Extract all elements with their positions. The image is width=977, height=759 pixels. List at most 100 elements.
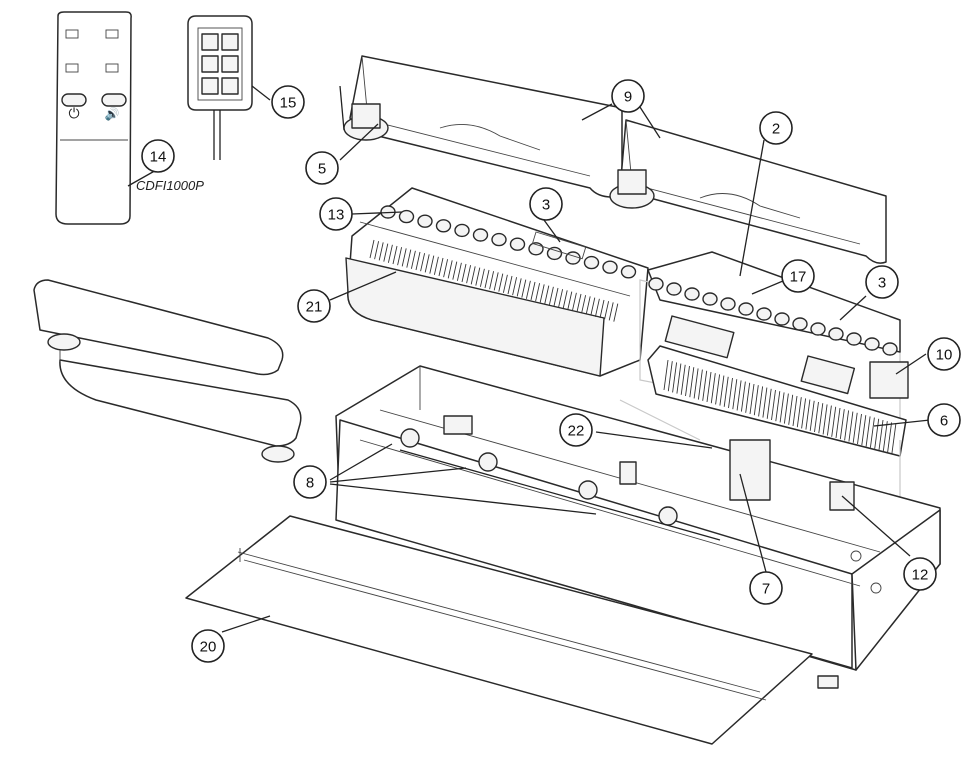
- callout-2: 2: [759, 111, 793, 145]
- heater-fin: [697, 369, 703, 400]
- heater-fin: [783, 393, 789, 424]
- led-bulb: [774, 312, 790, 326]
- heater-fin: [475, 267, 481, 286]
- led-bulb: [472, 228, 489, 242]
- svg-text:🔊: 🔊: [105, 106, 120, 121]
- svg-text:9: 9: [624, 89, 632, 106]
- heater-fin: [525, 280, 531, 299]
- heater-fin: [831, 406, 837, 437]
- heater-fin: [599, 299, 605, 319]
- rear-panel-right: [609, 119, 887, 264]
- heater-fin: [861, 415, 867, 446]
- heater-fin: [887, 422, 893, 453]
- heater-fin: [516, 278, 522, 297]
- heater-fin: [507, 275, 513, 295]
- leader-lines: [127, 85, 931, 633]
- svg-text:8: 8: [306, 475, 314, 492]
- led-bulb: [666, 282, 682, 296]
- heater-fin: [814, 401, 819, 433]
- heater-fin: [535, 283, 541, 302]
- led-bulb: [684, 287, 700, 301]
- led-bulb: [756, 307, 772, 321]
- heater-fin: [590, 297, 596, 316]
- heater-fin: [420, 253, 426, 272]
- heater-fin: [443, 259, 449, 278]
- heater-fin: [809, 400, 815, 431]
- heater-fin: [728, 377, 733, 409]
- heater-fin: [613, 303, 619, 322]
- callout-3-left: 3: [529, 187, 563, 221]
- heater-fin: [415, 251, 421, 271]
- heater-fin: [680, 364, 686, 395]
- heater-fin: [562, 290, 568, 309]
- heater-fin: [882, 421, 888, 452]
- svg-text:3: 3: [542, 197, 550, 214]
- heater-fin: [706, 371, 712, 403]
- heater-fin: [378, 242, 384, 261]
- heater-fin: [818, 403, 824, 434]
- heater-fin: [839, 409, 845, 440]
- led-bulb: [583, 255, 600, 270]
- callout-9: 9: [611, 79, 645, 113]
- led-bulb: [792, 317, 808, 331]
- svg-text:14: 14: [150, 149, 167, 166]
- heater-fin: [447, 260, 453, 279]
- heater-fin: [401, 248, 407, 267]
- callout-8: 8: [293, 465, 327, 499]
- heater-assembly-right: [619, 251, 909, 520]
- heater-fin: [479, 268, 485, 287]
- heater-fin: [456, 262, 462, 281]
- svg-text:17: 17: [790, 269, 807, 286]
- heater-fin: [383, 243, 389, 262]
- svg-text:7: 7: [762, 581, 770, 598]
- heater-fin: [766, 388, 772, 419]
- led-bulb: [620, 265, 637, 279]
- svg-text:20: 20: [200, 639, 217, 656]
- callout-10: 10: [927, 337, 961, 371]
- led-bulb: [565, 251, 581, 265]
- heater-fin: [835, 407, 841, 439]
- heater-fin: [723, 376, 729, 407]
- heater-fin: [576, 293, 582, 313]
- heater-fin: [779, 392, 785, 423]
- led-bulb: [398, 209, 415, 224]
- heater-fin: [732, 379, 738, 410]
- heater-fin: [493, 272, 499, 291]
- heater-fin: [484, 269, 490, 289]
- led-bulb: [738, 302, 754, 316]
- heater-fin: [521, 279, 527, 298]
- svg-text:2: 2: [772, 121, 780, 138]
- heater-fin: [397, 247, 403, 266]
- svg-text:6: 6: [940, 413, 948, 430]
- led-bulb: [828, 327, 844, 341]
- remote-control: ⏻ 🔊: [55, 11, 132, 225]
- flame-assembly-left: [345, 187, 649, 377]
- heater-fin: [667, 361, 673, 392]
- heater-fin: [762, 387, 768, 418]
- heater-fin: [758, 386, 764, 417]
- svg-text:21: 21: [306, 299, 323, 316]
- led-bulb: [864, 337, 880, 351]
- heater-fin: [672, 362, 678, 393]
- callout-5: 5: [305, 151, 339, 185]
- heater-fin: [571, 292, 577, 311]
- side-trim: [33, 279, 302, 463]
- svg-text:12: 12: [912, 567, 929, 584]
- heater-fin: [874, 418, 880, 449]
- heater-fin: [844, 410, 850, 441]
- heater-fin: [374, 241, 380, 260]
- led-bulb: [846, 332, 862, 346]
- heater-fin: [410, 250, 416, 269]
- front-panel: [185, 515, 813, 745]
- heater-fin: [585, 296, 591, 315]
- callout-14: 14: [141, 139, 175, 173]
- heater-fin: [594, 298, 600, 317]
- heater-fin: [745, 382, 751, 413]
- heater-fin: [676, 363, 682, 394]
- heater-fin: [539, 284, 545, 303]
- callout-22: 22: [559, 413, 593, 447]
- heater-fin: [392, 245, 398, 265]
- heater-fin: [801, 398, 807, 429]
- heater-fin: [865, 416, 871, 447]
